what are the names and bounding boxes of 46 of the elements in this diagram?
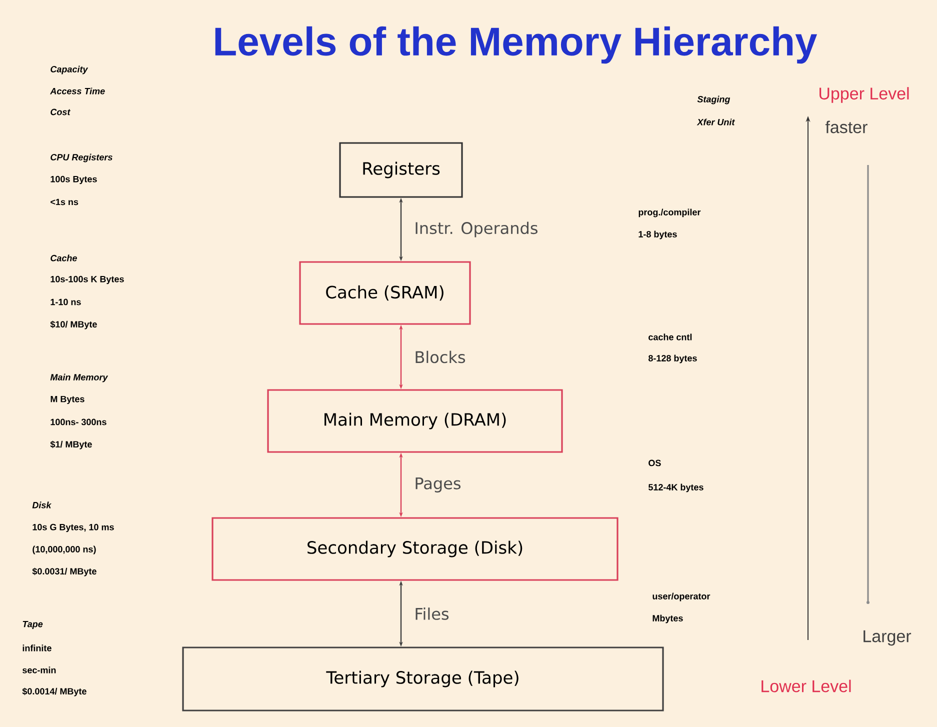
annotation-text: OS [648, 460, 661, 466]
annotation-text: Larger [864, 630, 912, 646]
memory-level-box: Main Memory (DRAM) [267, 389, 563, 453]
annotation-text: Tape [22, 620, 43, 630]
edge-label: Blocks [416, 350, 466, 364]
annotation-text: 10s-100s K Bytes [50, 276, 124, 284]
annotation-text: $10/ MByte [50, 320, 97, 330]
annotation-text: Upper Level [820, 87, 909, 103]
title: Levels of the Memory Hierarchy [215, 26, 818, 64]
annotation-text: <1s ns [50, 198, 78, 206]
annotation-text: sec-min [22, 666, 56, 674]
edge-label: Files [416, 608, 449, 620]
annotation-text: Access Time [50, 88, 105, 94]
annotation-text: M Bytes [50, 396, 84, 404]
edge-label: Instr. Operands [416, 222, 538, 238]
annotation-text: Cost [50, 108, 71, 116]
annotation-text: 1-8 bytes [638, 230, 677, 240]
annotation-text: user/operator [652, 592, 710, 602]
annotation-text: infinite [22, 644, 52, 652]
edge-label: Pages [416, 478, 461, 492]
annotation-text: Capacity [50, 66, 88, 74]
annotation-text: 1-10 ns [50, 298, 81, 306]
annotation-text: 100ns- 300ns [50, 418, 106, 426]
annotation-text: Staging [697, 96, 730, 104]
annotation-text: Disk [32, 502, 52, 508]
annotation-text: 512-4K bytes [648, 484, 704, 492]
annotation-text: (10,000,000 ns) [32, 546, 96, 554]
annotation-text: CPU Registers [50, 154, 112, 162]
annotation-text: prog./compiler [638, 208, 701, 218]
memory-level-box: Tertiary Storage (Tape) [182, 646, 664, 712]
annotation-text: Mbytes [652, 614, 683, 624]
annotation-text: Cache [50, 254, 77, 262]
annotation-text: Main Memory [50, 374, 108, 382]
annotation-text: Xfer Unit [696, 118, 735, 126]
annotation-text: 10s G Bytes, 10 ms [32, 524, 114, 532]
annotation-text: 8-128 bytes [648, 354, 697, 364]
annotation-text: $1/ MByte [50, 440, 92, 450]
memory-level-box: Registers [339, 142, 463, 198]
annotation-text: 100s Bytes [50, 176, 97, 184]
annotation-text: Lower Level [762, 680, 851, 692]
annotation-text: cache cntl [648, 334, 692, 340]
memory-level-box: Cache (SRAM) [299, 261, 471, 325]
annotation-text: faster [825, 120, 868, 134]
memory-level-box: Secondary Storage (Disk) [212, 517, 618, 581]
annotation-text: $0.0031/ MByte [32, 568, 96, 576]
annotation-text: $0.0014/ MByte [22, 688, 86, 696]
